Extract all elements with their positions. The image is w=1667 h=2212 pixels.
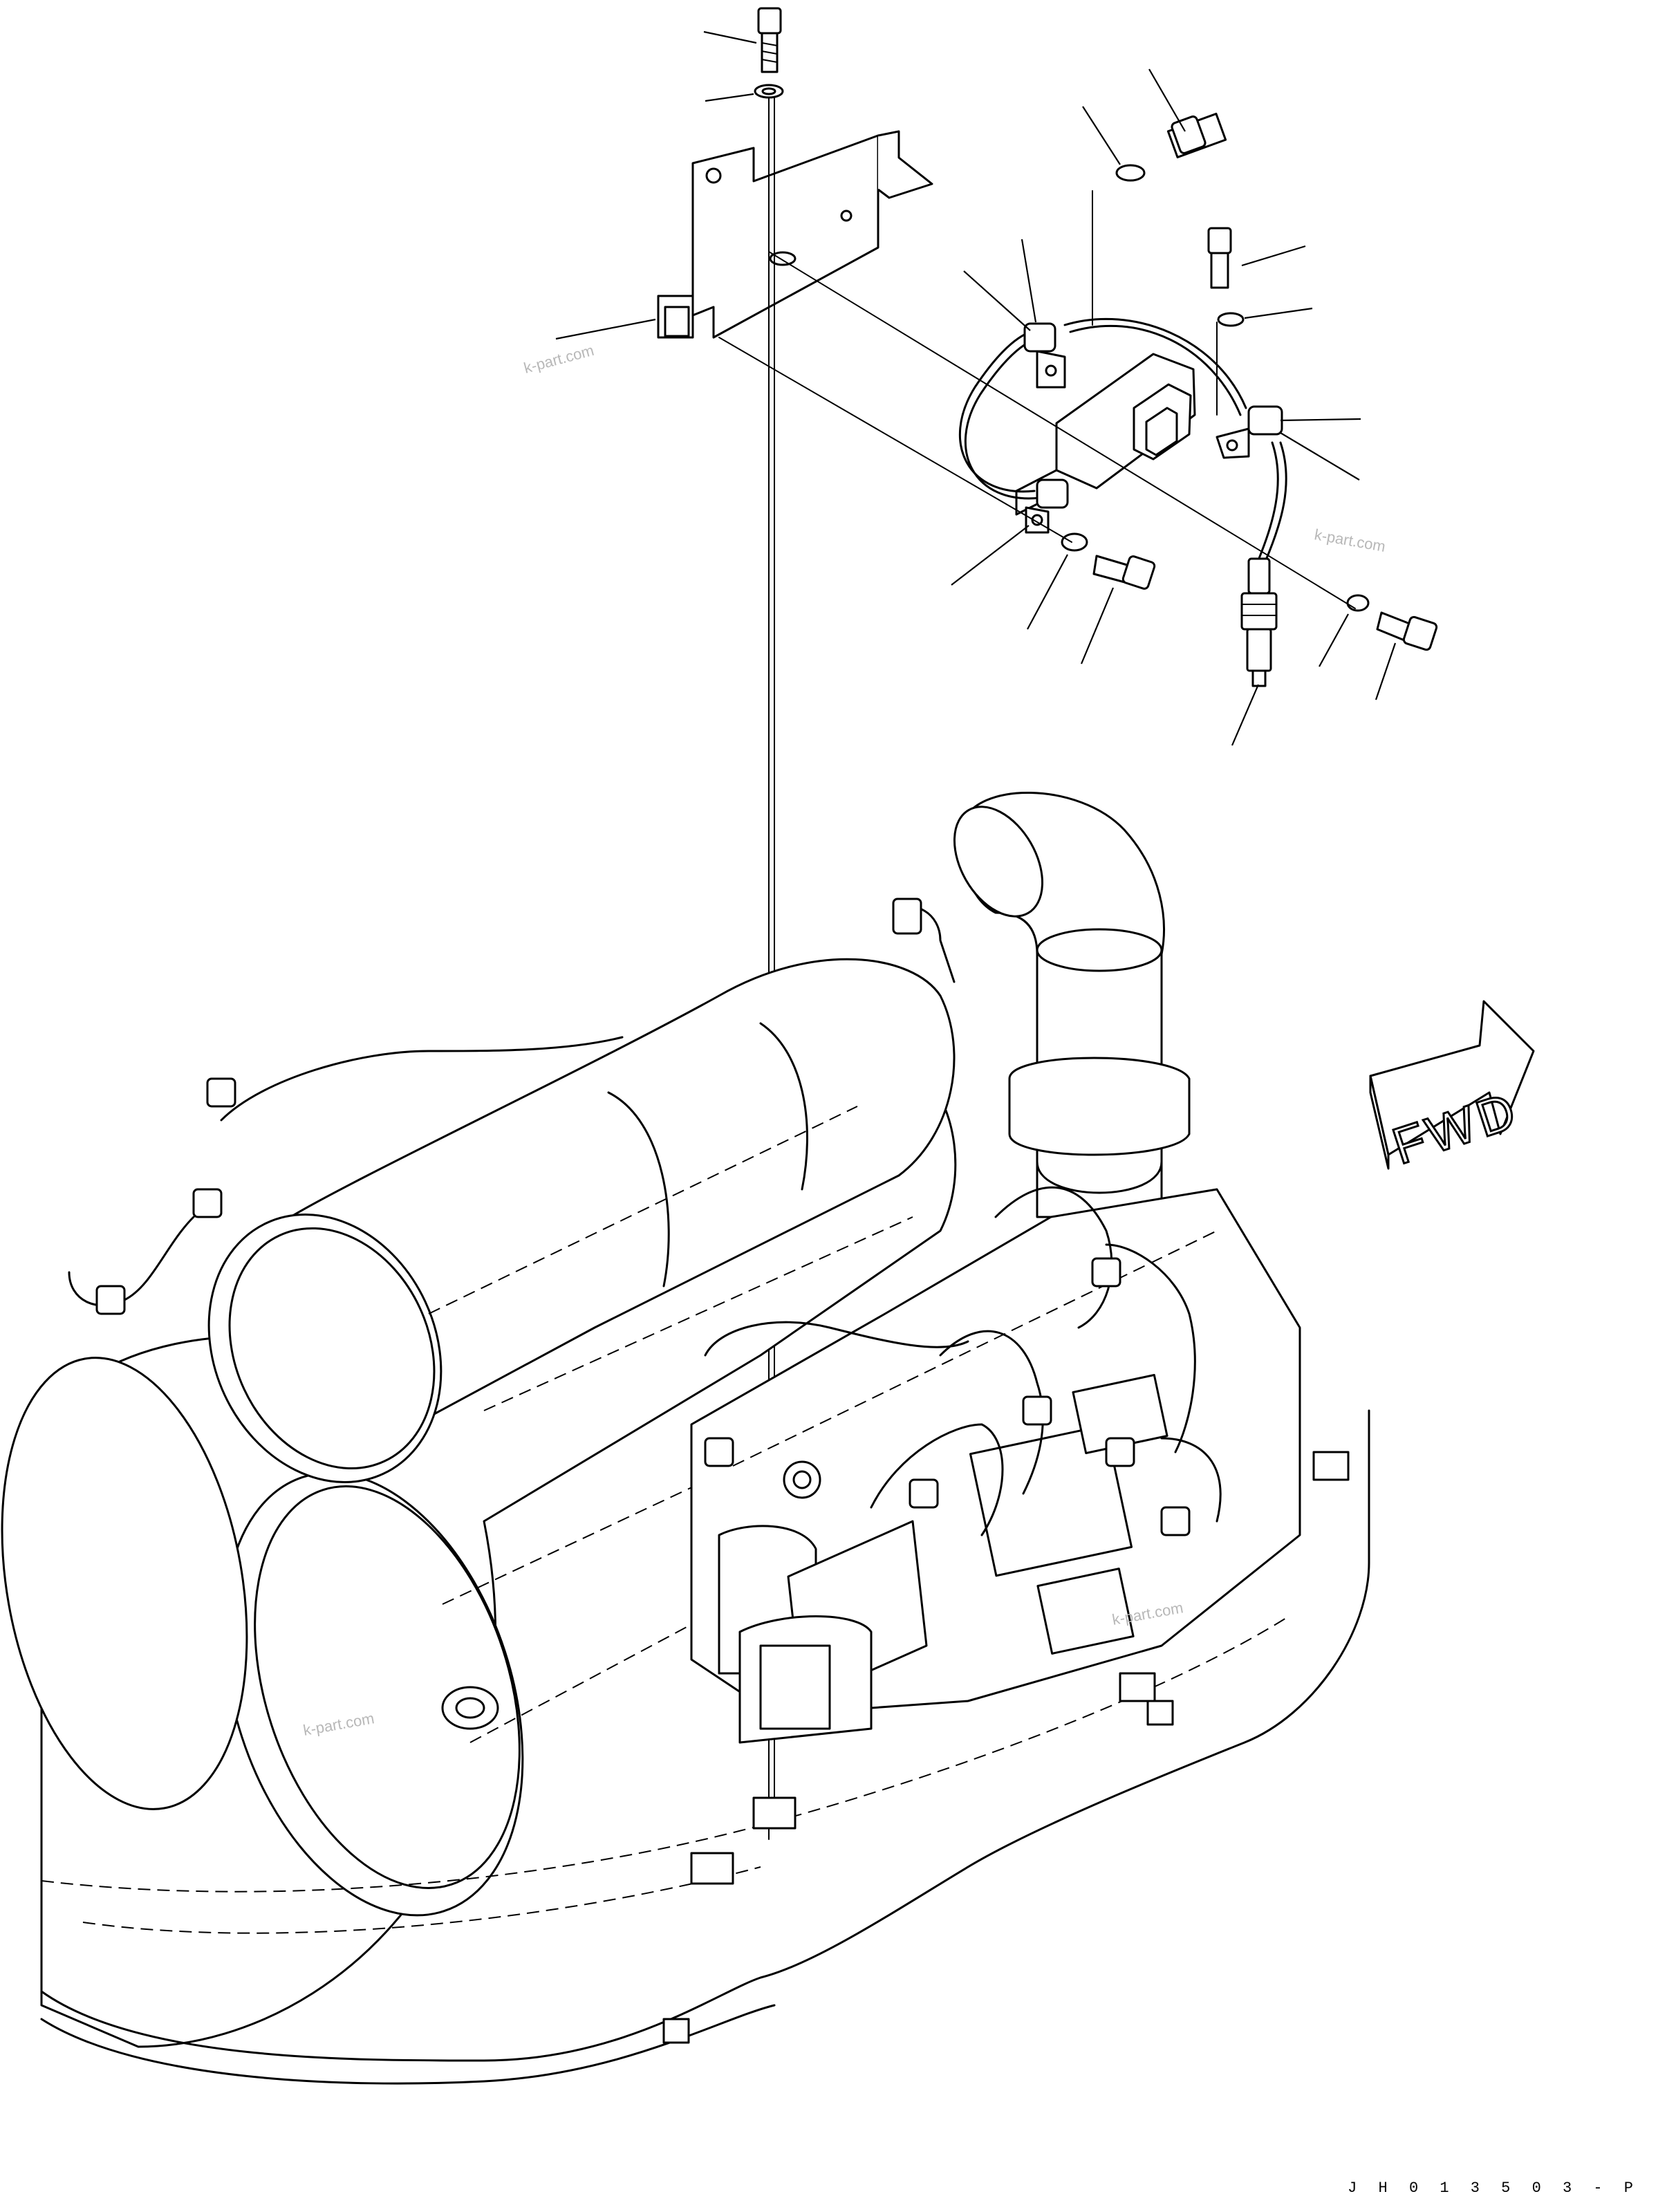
dpf-canister xyxy=(207,958,956,1483)
fwd-arrow-icon: FWD xyxy=(1369,1000,1535,1176)
bolt-right-upper xyxy=(1166,113,1227,158)
clamp-lower xyxy=(1036,478,1069,509)
clamp-right xyxy=(1247,405,1283,436)
bolt-right-mid xyxy=(1207,227,1232,289)
base-frame xyxy=(40,1409,1370,2085)
bracket-assembly xyxy=(555,7,933,340)
washer-right-mid xyxy=(1217,312,1245,327)
exhaust-elbow xyxy=(953,792,1191,1218)
washer-lower-right xyxy=(1346,594,1370,612)
scr-housing xyxy=(690,1188,1301,1744)
washer-lower-left xyxy=(1061,532,1088,552)
washer-right-upper xyxy=(1115,164,1146,182)
nox-sensor-probe xyxy=(1240,557,1278,687)
sensor-bracket xyxy=(691,134,879,339)
clamp-upper xyxy=(1023,322,1056,353)
bolt-lower-right xyxy=(1376,611,1438,651)
sensor-assembly xyxy=(951,68,1438,746)
bolt-lower-left xyxy=(1092,555,1156,590)
watermark-right: k-part.com xyxy=(1313,526,1387,555)
drawing-code: J H 0 1 3 5 0 3 - P xyxy=(1348,2180,1639,2197)
aftertreatment-assembly xyxy=(1,792,1370,2085)
bolt-top xyxy=(757,7,782,73)
engine-wiring xyxy=(68,898,1222,1536)
watermark-top: k-part.com xyxy=(522,342,596,377)
